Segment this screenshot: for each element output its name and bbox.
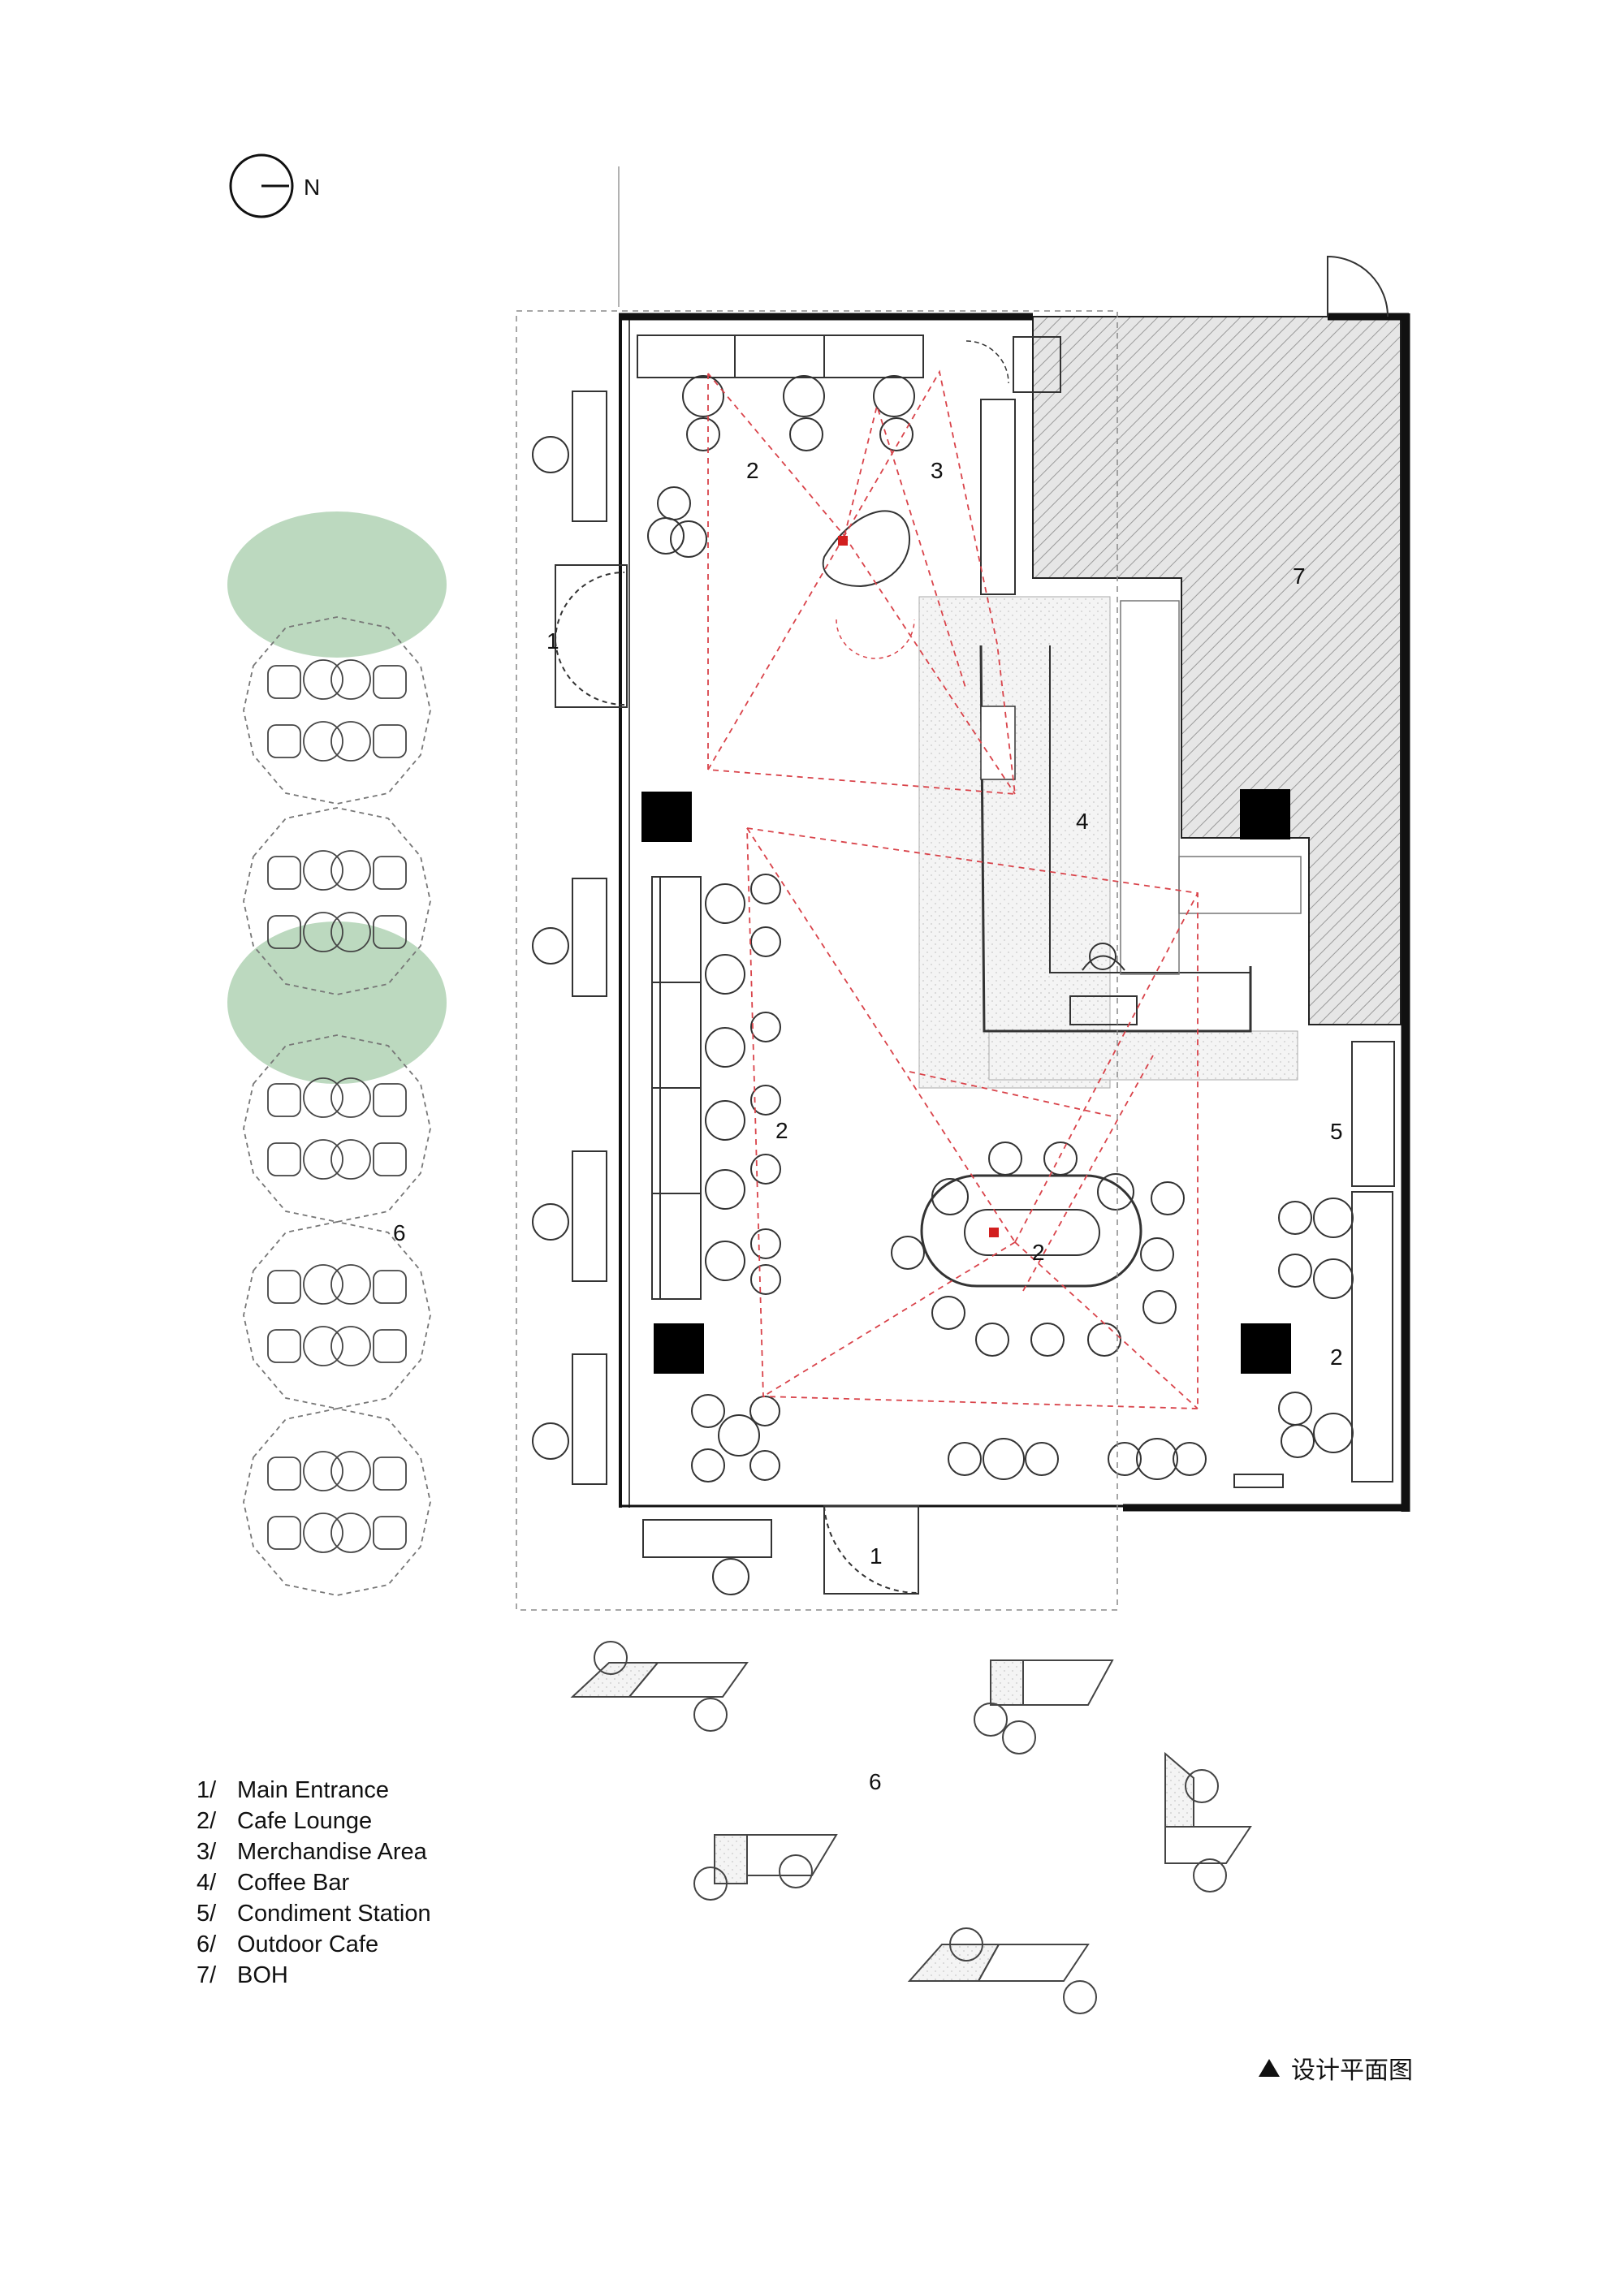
- legend-item: 1/Main Entrance: [197, 1775, 431, 1806]
- outdoor-cafe-boundary: [516, 310, 1118, 1611]
- seating: [532, 375, 1354, 1595]
- umbrella-seating: [243, 616, 431, 1596]
- legend-text: BOH: [237, 1962, 288, 1988]
- legend-number: 3/: [197, 1839, 217, 1865]
- zone-label-condiment-station: 5: [1330, 1119, 1343, 1144]
- zone-label-cafe-lounge-center: 2: [775, 1118, 788, 1143]
- north-arrow: N: [229, 153, 320, 218]
- boh-area: [1032, 316, 1402, 1025]
- north-arrow-icon: [229, 153, 294, 218]
- trees: [227, 511, 447, 1084]
- circulation-path: [707, 369, 1199, 1409]
- legend-number: 7/: [197, 1962, 217, 1988]
- triangle-icon: [1259, 2059, 1280, 2077]
- merchandise-display: [822, 510, 910, 588]
- zone-label-outdoor-cafe-west: 6: [393, 1220, 406, 1245]
- legend-item: 2/Cafe Lounge: [197, 1806, 431, 1836]
- zone-label-cafe-lounge-east: 2: [1330, 1344, 1343, 1370]
- legend-text: Main Entrance: [237, 1777, 389, 1803]
- red-marker-north: [838, 536, 848, 546]
- coffee-bar-zone: [918, 596, 1302, 1089]
- plan-caption: 设计平面图: [1259, 2050, 1413, 2086]
- boh-door[interactable]: [1327, 255, 1389, 317]
- legend-item: 6/Outdoor Cafe: [197, 1929, 431, 1960]
- legend-text: Coffee Bar: [237, 1870, 350, 1896]
- zone-label-main-entrance-west: 1: [546, 628, 559, 654]
- legend-text: Cafe Lounge: [237, 1808, 373, 1834]
- legend: 1/Main Entrance 2/Cafe Lounge 3/Merchand…: [197, 1775, 431, 1991]
- legend-number: 2/: [197, 1808, 217, 1834]
- zone-label-main-entrance-south: 1: [870, 1543, 883, 1569]
- outdoor-benches: [572, 391, 772, 1558]
- legend-text: Merchandise Area: [237, 1839, 427, 1865]
- legend-text: Outdoor Cafe: [237, 1931, 379, 1957]
- zone-label-boh: 7: [1293, 563, 1306, 589]
- legend-number: 1/: [197, 1777, 217, 1803]
- legend-number: 4/: [197, 1870, 217, 1896]
- south-outdoor-benches: [570, 1641, 1252, 2014]
- legend-item: 5/Condiment Station: [197, 1898, 431, 1929]
- zone-label-coffee-bar: 4: [1076, 809, 1089, 834]
- zone-label-cafe-lounge-table: 2: [1032, 1240, 1045, 1265]
- zone-label-merchandise-area: 3: [931, 458, 944, 483]
- zone-label-cafe-lounge-north: 2: [746, 458, 759, 483]
- legend-item: 7/BOH: [197, 1960, 431, 1991]
- communal-table: [920, 1174, 1142, 1288]
- legend-item: 4/Coffee Bar: [197, 1867, 431, 1898]
- barista-figure: [1069, 943, 1138, 1025]
- south-entrance-door[interactable]: [823, 1505, 919, 1595]
- structural-columns: [641, 789, 1291, 1374]
- legend-text: Condiment Station: [237, 1901, 431, 1927]
- north-label: N: [304, 175, 320, 200]
- zone-label-outdoor-cafe-south: 6: [869, 1769, 882, 1794]
- west-entrance-doors[interactable]: [555, 564, 628, 708]
- red-marker-table: [989, 1228, 999, 1237]
- building-walls: [619, 313, 1410, 1512]
- legend-number: 6/: [197, 1931, 217, 1957]
- legend-item: 3/Merchandise Area: [197, 1836, 431, 1867]
- caption-text: 设计平面图: [1291, 2056, 1413, 2085]
- legend-number: 5/: [197, 1901, 217, 1927]
- lounge-benches: [637, 334, 1395, 1488]
